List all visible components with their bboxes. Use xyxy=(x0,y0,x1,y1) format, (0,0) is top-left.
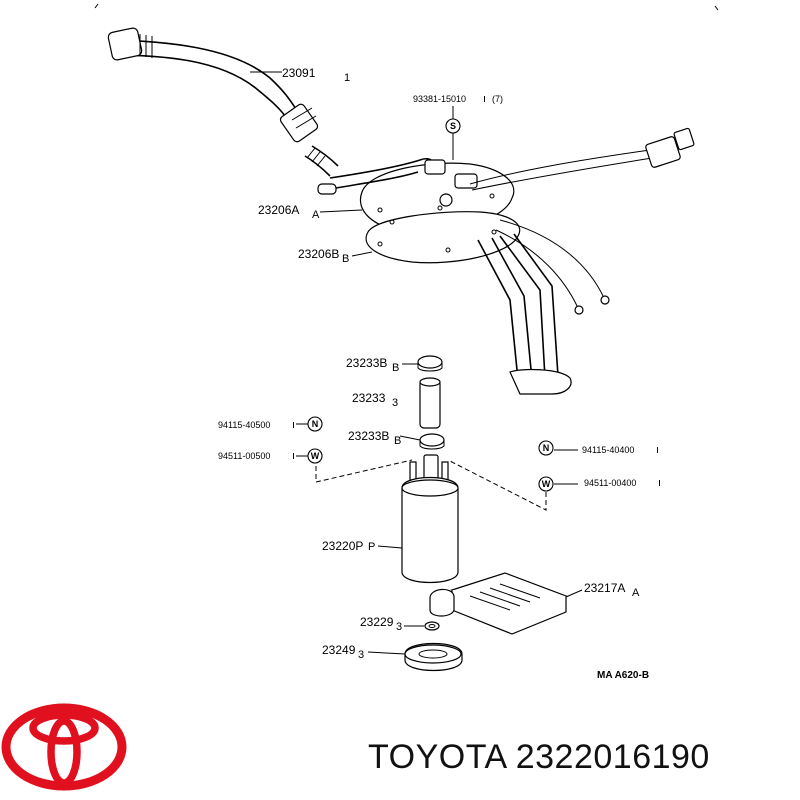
sender-plate-drawing xyxy=(317,127,695,395)
svg-text:ı: ı xyxy=(483,93,486,105)
filter-drawing xyxy=(429,572,568,635)
svg-text:B: B xyxy=(342,253,349,265)
svg-text:23206B: 23206B xyxy=(298,247,339,261)
svg-text:1: 1 xyxy=(344,72,350,84)
svg-text:(7): (7) xyxy=(492,94,503,104)
svg-text:94511-00400: 94511-00400 xyxy=(584,478,636,488)
svg-text:B: B xyxy=(394,435,401,447)
svg-text:N: N xyxy=(543,443,550,453)
dashed-leader-right xyxy=(447,459,547,511)
fuel-hose-drawing xyxy=(107,27,339,177)
svg-text:23233: 23233 xyxy=(352,391,386,405)
label-bracket-b: 23206B B xyxy=(298,247,349,265)
svg-text:A: A xyxy=(632,587,640,599)
svg-text:3: 3 xyxy=(392,397,398,409)
svg-text:23091: 23091 xyxy=(282,66,316,80)
svg-text:N: N xyxy=(312,419,319,429)
clamp-lower-drawing xyxy=(419,433,445,450)
svg-text:P: P xyxy=(368,541,375,553)
svg-text:ı: ı xyxy=(292,450,295,462)
leader-lines xyxy=(250,71,583,655)
svg-text:93381-15010: 93381-15010 xyxy=(413,94,466,104)
svg-text:W: W xyxy=(542,479,551,489)
diagram-reference: MA A620-B xyxy=(597,670,649,681)
svg-text:A: A xyxy=(312,209,320,221)
svg-text:23220P: 23220P xyxy=(322,539,363,553)
label-clamp-upper: 23233B B xyxy=(346,356,399,374)
cushion-drawing xyxy=(424,621,440,631)
brand-part-title: TOYOTA 2322016190 xyxy=(368,738,710,777)
svg-text:3: 3 xyxy=(358,649,364,661)
svg-text:S: S xyxy=(450,121,456,131)
label-fuel-pump: 23220P P xyxy=(322,539,375,553)
label-ring: 23249 3 xyxy=(322,643,364,661)
svg-text:94511-00500: 94511-00500 xyxy=(218,451,270,461)
fastener-right-nut: N 94115-40400 ı xyxy=(538,440,659,456)
svg-text:ı: ı xyxy=(658,477,661,489)
svg-text:23217A: 23217A xyxy=(584,581,625,595)
svg-text:94115-40400: 94115-40400 xyxy=(582,445,634,455)
label-cushion: 23229 3 xyxy=(360,615,402,633)
svg-text:23249: 23249 xyxy=(322,643,356,657)
screw-symbol: S xyxy=(445,106,461,160)
part-number: 2322016190 xyxy=(515,738,710,776)
svg-text:ı: ı xyxy=(656,444,659,456)
dashed-leader-left xyxy=(315,458,413,483)
label-hose: 23091 1 xyxy=(282,66,350,84)
label-bracket-a: 23206A A xyxy=(258,203,320,221)
corner-mark xyxy=(94,3,99,9)
fastener-left-washer: 94511-00500 ı W xyxy=(218,448,323,464)
label-gauge-screw: 93381-15010 ı (7) xyxy=(413,93,503,105)
brand-name: TOYOTA xyxy=(368,738,506,776)
svg-text:3: 3 xyxy=(396,621,402,633)
toyota-logo-icon xyxy=(1,703,127,791)
svg-text:23233B: 23233B xyxy=(348,429,389,443)
svg-text:B: B xyxy=(392,362,399,374)
svg-text:94115-40500: 94115-40500 xyxy=(218,420,270,430)
fastener-right-washer: W 94511-00400 ı xyxy=(538,476,661,492)
corner-mark xyxy=(714,5,719,11)
label-filter: 23217A A xyxy=(584,581,640,599)
pump-hose-drawing xyxy=(419,377,441,429)
clamp-upper-drawing xyxy=(417,355,443,372)
svg-text:W: W xyxy=(311,451,320,461)
fuel-pump-drawing xyxy=(401,454,459,584)
svg-text:23206A: 23206A xyxy=(258,203,299,217)
ring-drawing xyxy=(404,642,463,672)
fastener-left-nut: 94115-40500 ı N xyxy=(218,416,323,432)
svg-text:23233B: 23233B xyxy=(346,356,387,370)
label-pump-hose: 23233 3 xyxy=(352,391,398,409)
svg-text:ı: ı xyxy=(292,419,295,431)
label-clamp-lower: 23233B B xyxy=(348,429,401,447)
svg-text:23229: 23229 xyxy=(360,615,394,629)
